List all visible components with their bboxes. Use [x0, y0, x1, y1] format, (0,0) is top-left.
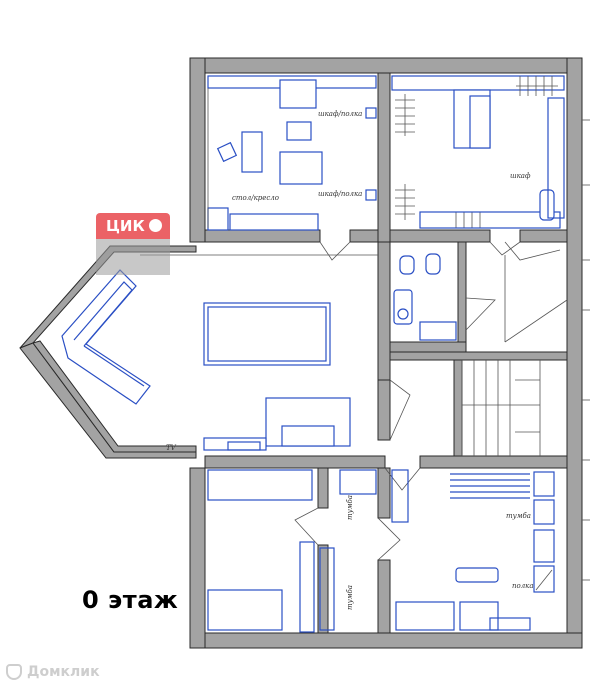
bathroom — [393, 253, 457, 341]
svg-text:шкаф/полка: шкаф/полка — [318, 110, 362, 118]
hanger-rail-top — [395, 94, 415, 136]
hanger-rail-bottom — [395, 184, 481, 228]
domclick-logo-icon — [6, 664, 22, 680]
windows — [582, 119, 590, 581]
outer-walls — [19, 57, 583, 649]
svg-text:шкаф: шкаф — [510, 172, 531, 180]
brand-badge-subtitle-block — [96, 239, 170, 275]
interior-walls — [204, 72, 568, 634]
svg-text:полка: полка — [512, 582, 534, 590]
radiator — [450, 473, 530, 499]
svg-text:тумба: тумба — [346, 495, 354, 520]
staircase — [461, 360, 541, 456]
svg-text:тумба: тумба — [346, 585, 354, 610]
living-room: TV — [61, 254, 378, 452]
lower-left-room: тумба тумба — [207, 469, 377, 633]
lower-right-room: тумба полка — [391, 469, 555, 631]
floor-label: 0 этаж — [82, 586, 179, 614]
brand-badge: ЦИК — [96, 213, 170, 239]
svg-text:тумба: тумба — [506, 512, 531, 520]
svg-text:TV: TV — [166, 444, 177, 452]
brand-badge-text: ЦИК — [106, 217, 145, 235]
hanger-rail-right — [516, 76, 558, 96]
brand-circle-icon — [148, 219, 162, 232]
top-right-room: шкаф — [391, 75, 565, 229]
watermark-text: Домклик — [27, 664, 100, 680]
top-left-room: шкаф/полка стол/кресло шкаф/полка — [207, 75, 377, 231]
watermark: Домклик — [6, 664, 100, 680]
svg-text:стол/кресло: стол/кресло — [232, 194, 279, 202]
door-swings — [294, 241, 568, 561]
svg-text:шкаф/полка: шкаф/полка — [318, 190, 362, 198]
